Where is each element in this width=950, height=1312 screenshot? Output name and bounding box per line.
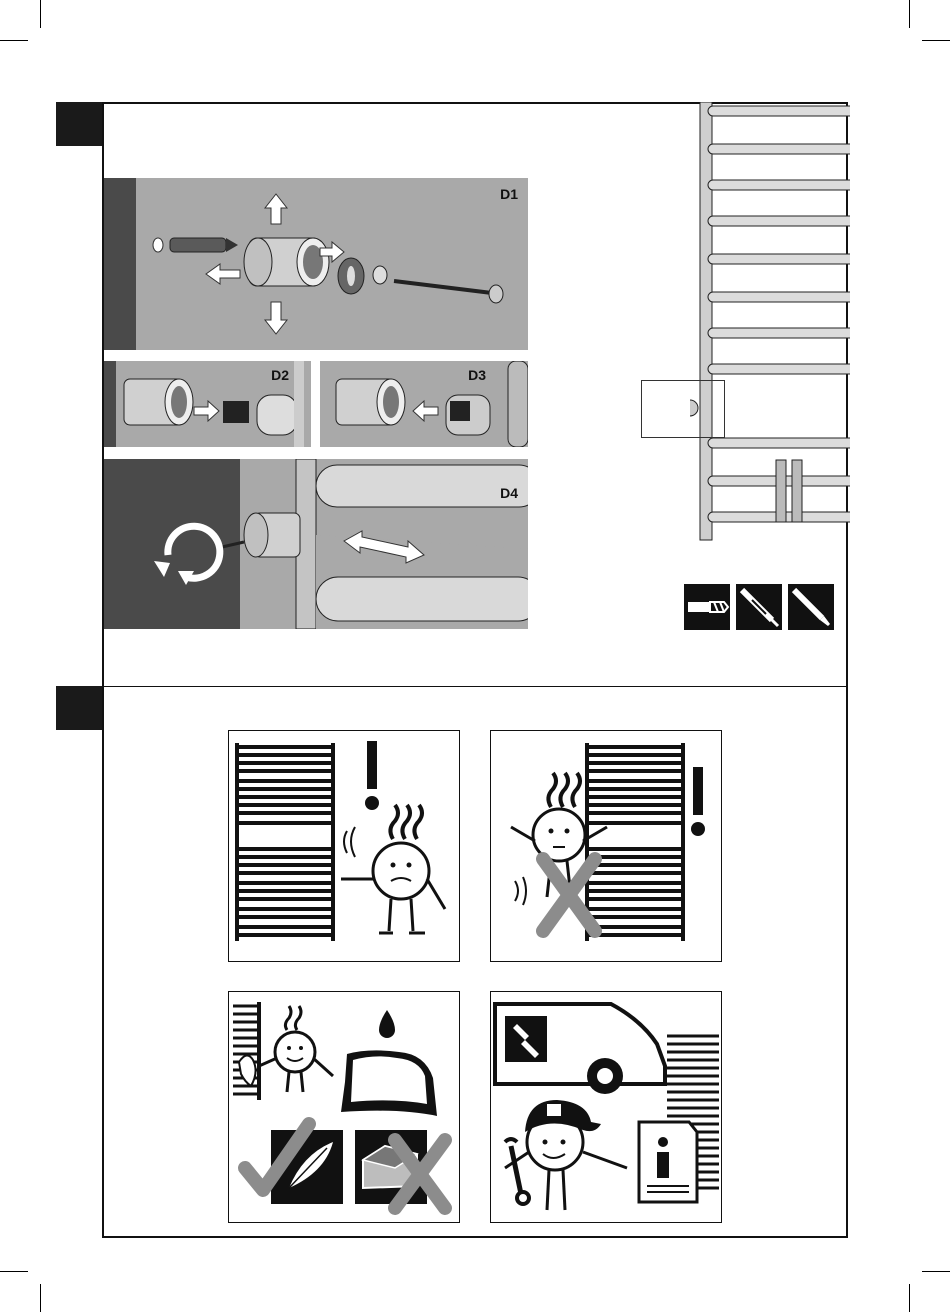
panel-label-d4: D4 xyxy=(500,485,518,501)
panel-d1: D1 xyxy=(104,178,528,350)
crop-mark xyxy=(922,40,950,41)
panel-label-d3: D3 xyxy=(468,367,486,383)
crop-mark xyxy=(40,1284,41,1312)
panel-label-d1: D1 xyxy=(500,186,518,202)
d3-adapter-mounted xyxy=(320,361,528,447)
professional-service-info-icon xyxy=(490,991,722,1223)
d4-bracket-fastening xyxy=(104,459,528,629)
crop-mark xyxy=(922,1271,950,1272)
hot-surface-warning-icon xyxy=(228,730,460,962)
detail-highlight-box xyxy=(641,380,725,438)
section-tab-mounting xyxy=(56,102,102,146)
drill-bit-icon xyxy=(684,584,730,630)
d1-exploded-assembly xyxy=(104,178,528,350)
towel-radiator-illustration xyxy=(690,102,850,542)
crop-mark xyxy=(0,40,28,41)
crop-mark xyxy=(0,1271,28,1272)
section-tab-safety xyxy=(56,686,102,730)
phillips-screwdriver-icon xyxy=(736,584,782,630)
crop-mark xyxy=(909,0,910,28)
crop-mark xyxy=(909,1284,910,1312)
flat-screwdriver-icon xyxy=(788,584,834,630)
crop-mark xyxy=(40,0,41,28)
cleaning-no-abrasives-icon xyxy=(228,991,460,1223)
no-children-hot-warning-icon xyxy=(490,730,722,962)
section-divider xyxy=(102,686,848,687)
panel-label-d2: D2 xyxy=(271,367,289,383)
panel-d2: D2 xyxy=(104,361,311,447)
panel-d4: D4 xyxy=(104,459,528,629)
panel-d3: D3 xyxy=(320,361,528,447)
